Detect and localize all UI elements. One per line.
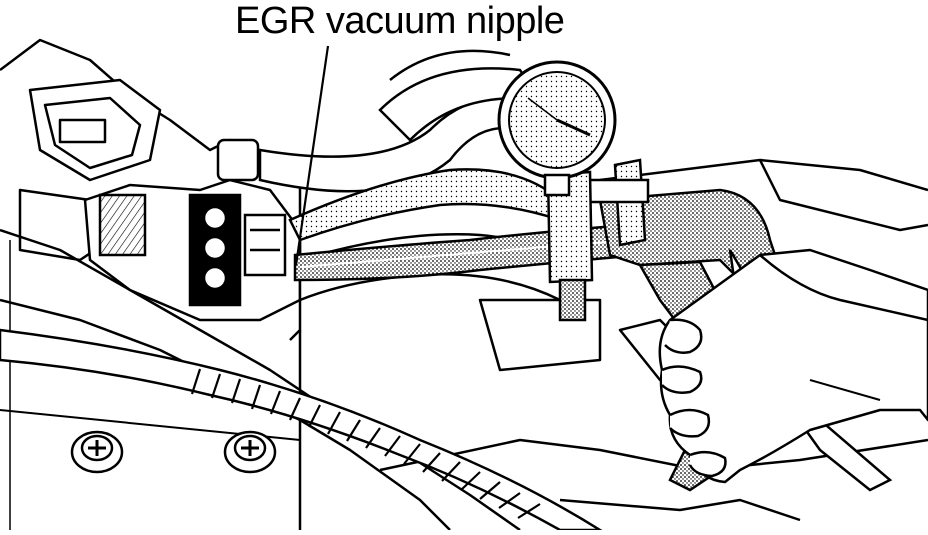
- bolts: [70, 430, 277, 474]
- egr-vacuum-nipple-label: EGR vacuum nipple: [235, 0, 565, 42]
- egr-valve: [83, 138, 302, 322]
- callout-leader-line: [294, 45, 330, 266]
- hand: [658, 248, 928, 484]
- vacuum-gauge: [497, 60, 617, 197]
